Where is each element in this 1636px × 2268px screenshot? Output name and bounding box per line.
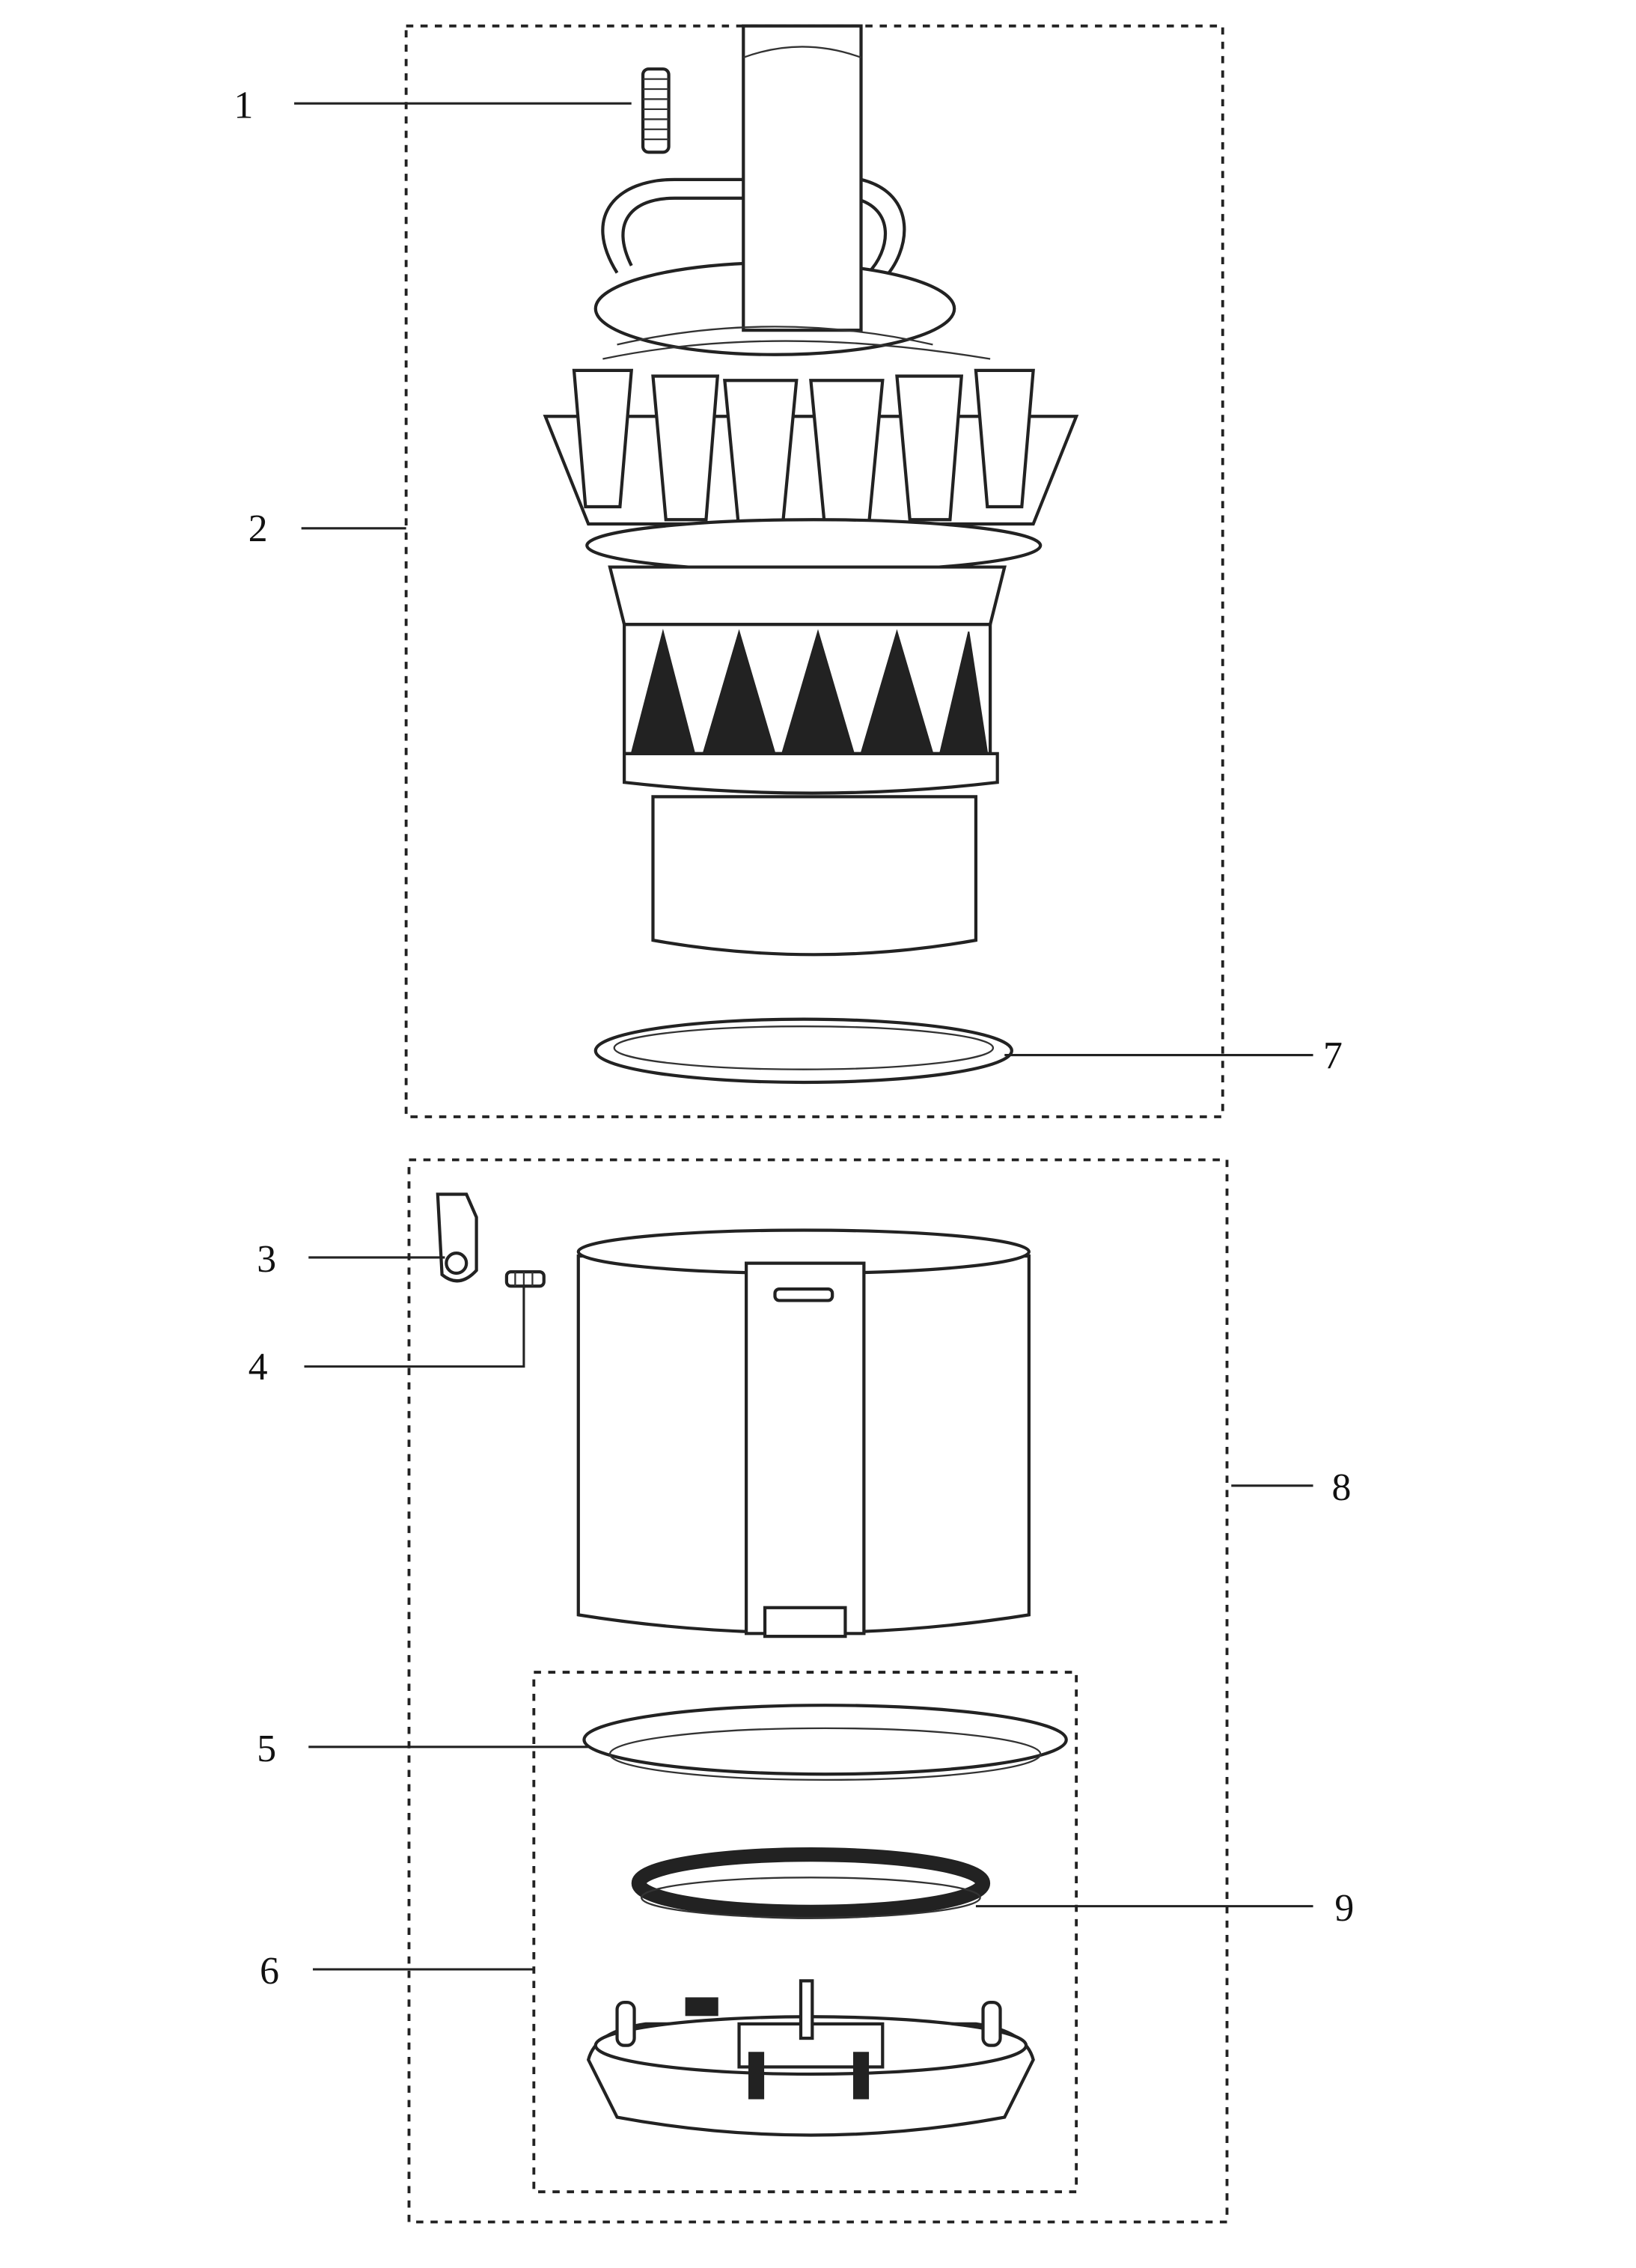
mesh-band — [630, 629, 989, 755]
reference-label-7: 7 — [1323, 1034, 1343, 1077]
reference-label-9: 9 — [1334, 1887, 1354, 1930]
cyclone-assembly-part-2 — [543, 24, 1079, 957]
reference-label-3: 3 — [257, 1238, 276, 1281]
filter-part-9 — [631, 1847, 991, 1919]
reference-label-4: 4 — [248, 1346, 268, 1388]
bin-part-8 — [576, 1228, 1031, 1638]
reference-label-1: 1 — [234, 84, 254, 126]
seal-part-7 — [593, 1017, 1013, 1085]
reference-label-5: 5 — [257, 1728, 276, 1770]
spring-part-1 — [641, 67, 671, 154]
catch-part-3 — [436, 1192, 478, 1283]
seal-part-5 — [582, 1704, 1068, 1781]
reference-label-6: 6 — [260, 1950, 279, 1993]
base-part-6 — [586, 1979, 1035, 2137]
leader-line-4 — [304, 1284, 525, 1368]
reference-label-2: 2 — [248, 507, 268, 550]
spring-part-4 — [504, 1269, 546, 1288]
reference-label-8: 8 — [1331, 1466, 1351, 1509]
group-box-8 — [407, 1158, 1229, 2224]
